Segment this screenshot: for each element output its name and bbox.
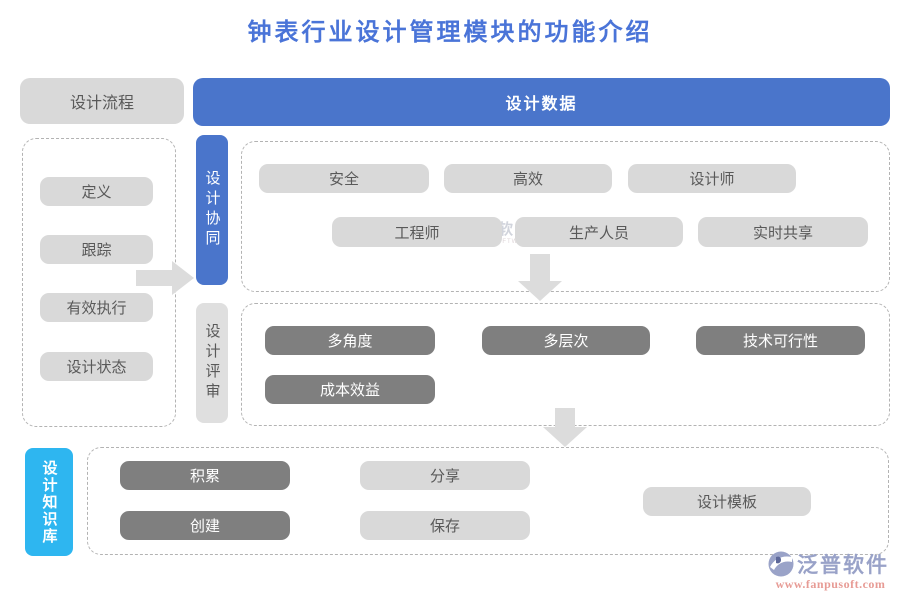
- knowledge-node-share: 分享: [360, 461, 530, 490]
- fanpu-logo-icon: [768, 551, 794, 577]
- knowledge-node-create: 创建: [120, 511, 290, 540]
- flow-node-track: 跟踪: [40, 235, 153, 264]
- knowledge-node-template: 设计模板: [643, 487, 811, 516]
- knowledge-node-accumulate: 积累: [120, 461, 290, 490]
- arrow-down-icon: [518, 254, 562, 301]
- collab-node-engineer: 工程师: [332, 217, 502, 247]
- brand-url: www.fanpusoft.com: [775, 577, 886, 591]
- arrow-right-icon: [136, 261, 194, 295]
- flow-header: 设计流程: [20, 78, 184, 124]
- collab-node-designer: 设计师: [628, 164, 796, 193]
- brand-logo: 泛普软件: [768, 549, 889, 579]
- flow-node-status: 设计状态: [40, 352, 153, 381]
- collab-node-efficient: 高效: [444, 164, 612, 193]
- review-node-cost-benefit: 成本效益: [265, 375, 435, 404]
- review-node-multi-angle: 多角度: [265, 326, 435, 355]
- page-title: 钟表行业设计管理模块的功能介绍: [247, 20, 653, 46]
- review-box: [241, 303, 890, 426]
- collab-node-safety: 安全: [259, 164, 429, 193]
- review-node-multi-level: 多层次: [482, 326, 650, 355]
- section-label-knowledge-base: 设计知识库: [25, 448, 73, 556]
- flow-node-execute: 有效执行: [40, 293, 153, 322]
- knowledge-node-save: 保存: [360, 511, 530, 540]
- collab-node-realtime-share: 实时共享: [698, 217, 868, 247]
- review-node-feasibility: 技术可行性: [696, 326, 865, 355]
- design-data-banner: 设计数据: [193, 78, 890, 126]
- flow-node-define: 定义: [40, 177, 153, 206]
- section-label-collaboration: 设计协同: [196, 135, 228, 285]
- brand-name: 泛普软件: [797, 553, 889, 577]
- arrow-down-icon: [543, 408, 587, 447]
- collab-node-production: 生产人员: [515, 217, 683, 247]
- section-label-review: 设计评审: [196, 303, 228, 423]
